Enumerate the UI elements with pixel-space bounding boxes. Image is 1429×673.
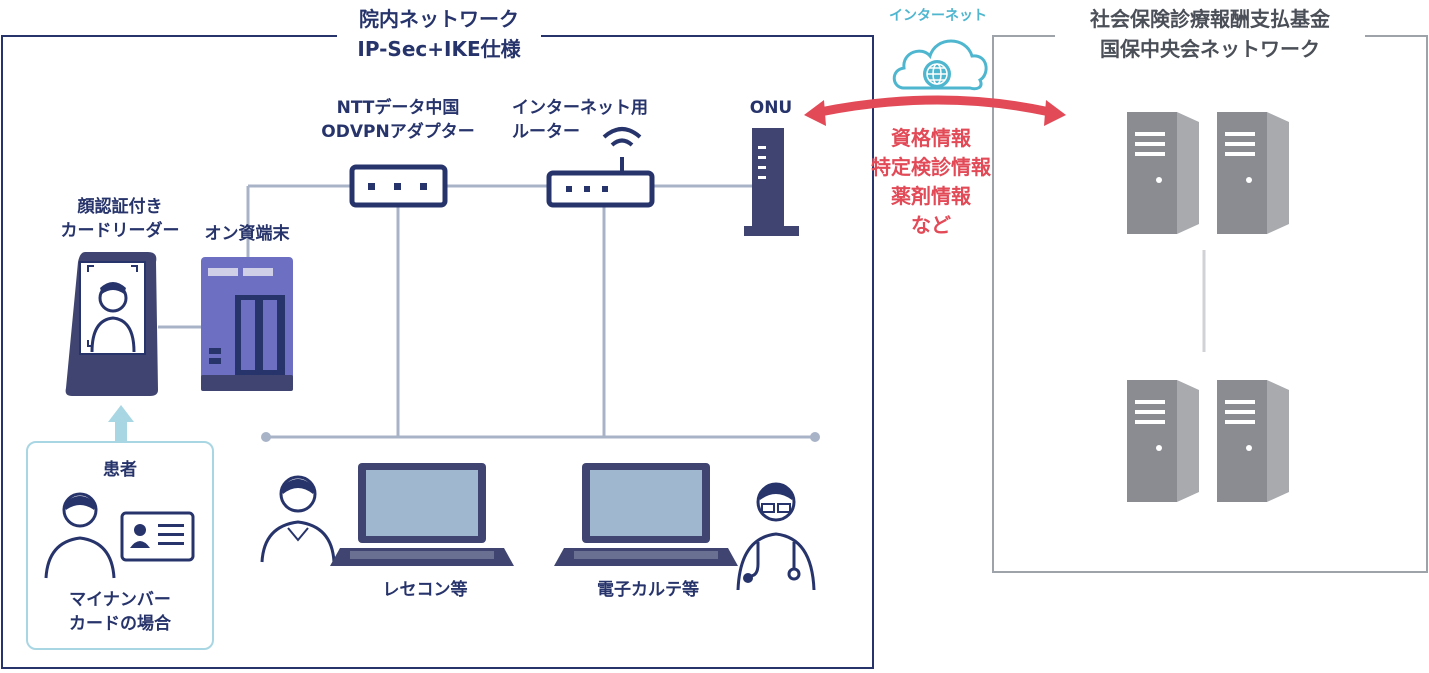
onu-label: ONU [749, 98, 793, 118]
terminal-label: オン資端末 [204, 224, 290, 244]
staff-person-icon [260, 475, 336, 563]
data-flow-arrow [804, 95, 1066, 126]
router-label: インターネット用 ルーター [512, 98, 648, 142]
adapter-label: NTTデータ中国 ODVPNアダプター [321, 98, 475, 142]
terminal-icon [201, 257, 293, 391]
person-icon [44, 492, 116, 579]
payment-fund-network-title: 社会保険診療報酬支払基金 国保中央会ネットワーク [1055, 4, 1365, 64]
onu-icon [744, 128, 799, 236]
hospital-network-title: 院内ネットワーク IP-Sec+IKE仕様 [337, 4, 541, 64]
data-flow-label: 資格情報 特定検診情報 薬剤情報 など [871, 126, 991, 237]
laptop-icon-karte [554, 463, 738, 566]
id-card-icon [120, 511, 195, 562]
laptop-icon-receipt [330, 463, 514, 566]
internet-label: インターネット [889, 8, 987, 24]
receipt-computer-label: レセコン等 [382, 580, 468, 600]
patient-box [26, 441, 214, 650]
vpn-adapter-icon [349, 164, 448, 208]
face-reader-icon [65, 252, 158, 396]
wifi-router-icon [546, 127, 655, 208]
server-icon [1127, 112, 1289, 502]
patient-to-reader-arrow [108, 405, 134, 442]
network-lines [158, 184, 815, 439]
karte-label: 電子カルテ等 [597, 580, 699, 600]
cloud-globe-icon [892, 39, 988, 91]
doctor-icon [736, 482, 816, 591]
mynumber-card-label: マイナンバー カードの場合 [69, 590, 171, 634]
face-reader-label: 顔認証付き カードリーダー [60, 197, 180, 241]
patient-title: 患者 [103, 460, 137, 480]
